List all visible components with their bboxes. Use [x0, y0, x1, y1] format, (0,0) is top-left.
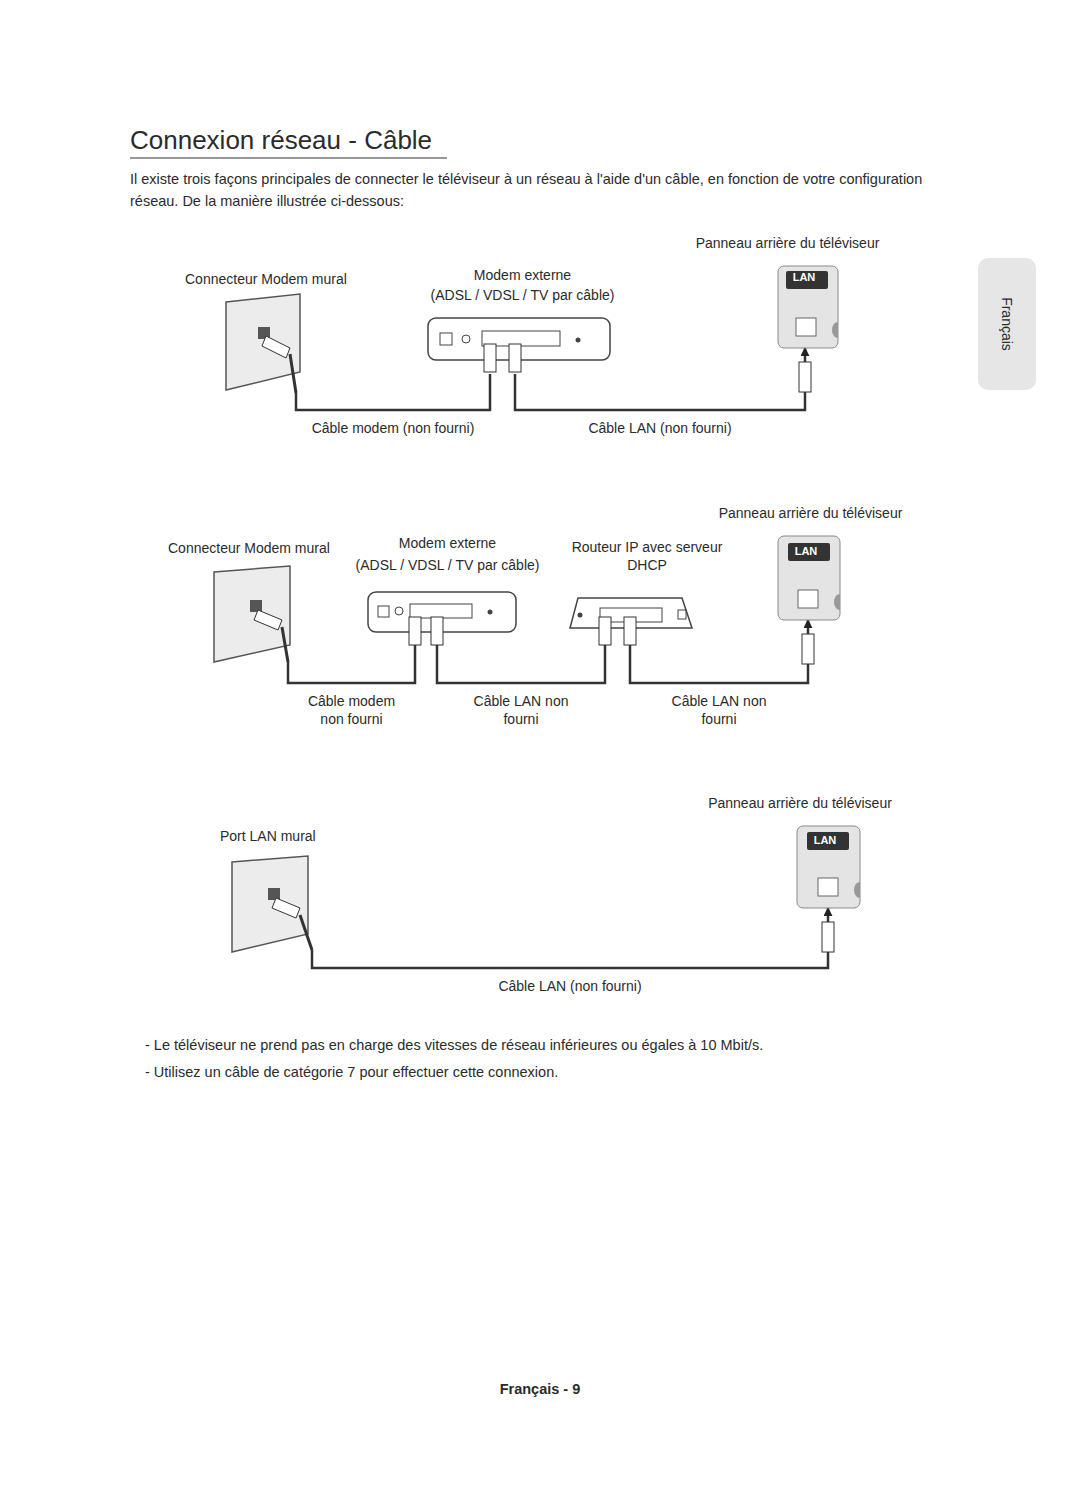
node-text: Routeur IP avec serveur DHCP [559, 538, 735, 574]
page-number: Français - 9 [500, 1378, 581, 1400]
tv-panel: Panneau arrière du téléviseurLAN [697, 793, 903, 908]
tv-panel: Panneau arrière du téléviseurLAN [677, 234, 898, 348]
intro-text: Il existe trois façons principales de co… [130, 168, 940, 212]
port-label: LAN [804, 833, 846, 847]
port-label: LAN [785, 544, 827, 558]
node-text: Modem externe [417, 266, 628, 284]
node-text: Panneau arrière du téléviseur [697, 794, 903, 812]
cable-connector [288, 645, 415, 683]
tv-panel: Panneau arrière du téléviseurLAN [705, 503, 916, 620]
node-text: (ADSL / VDSL / TV par câble) [342, 556, 553, 574]
cable-connector [437, 645, 605, 683]
wall-lan-port: Port LAN mural [215, 825, 340, 950]
side-tab: Français [996, 297, 1018, 351]
note-text: - Le téléviseur ne prend pas en charge d… [145, 1034, 945, 1056]
cable-connector [630, 620, 808, 683]
cable-label: Câble LAN non fourni [468, 692, 574, 728]
note-text: - Utilisez un câble de catégorie 7 pour … [145, 1061, 945, 1083]
cable-connector [312, 908, 828, 968]
modem: Modem externe (ADSL / VDSL / TV par câble… [417, 262, 628, 374]
node-text: (ADSL / VDSL / TV par câble) [417, 286, 628, 304]
wall-socket: Connecteur Modem mural [180, 268, 390, 393]
node-text: Panneau arrière du téléviseur [705, 504, 916, 522]
router: Routeur IP avec serveur DHCP [559, 536, 735, 645]
page-title: Connexion réseau - Câble [130, 124, 432, 156]
modem: Modem externe (ADSL / VDSL / TV par câble… [342, 532, 553, 645]
node-text: Modem externe [342, 534, 553, 552]
wall-socket: Connecteur Modem mural [163, 537, 348, 662]
port-label: LAN [783, 270, 825, 284]
cable-connector [296, 374, 490, 410]
node-text: Connecteur Modem mural [185, 270, 347, 288]
cable-label: Câble modem non fourni [299, 692, 405, 728]
node-text: Port LAN mural [220, 827, 316, 845]
node-text: Panneau arrière du téléviseur [677, 234, 898, 252]
node-text: Connecteur Modem mural [168, 539, 330, 557]
cable-label: Câble LAN (non fourni) [585, 419, 734, 437]
cable-label: Câble LAN (non fourni) [495, 977, 644, 995]
cable-label: Câble modem (non fourni) [309, 419, 478, 437]
cable-label: Câble LAN non fourni [666, 692, 772, 728]
